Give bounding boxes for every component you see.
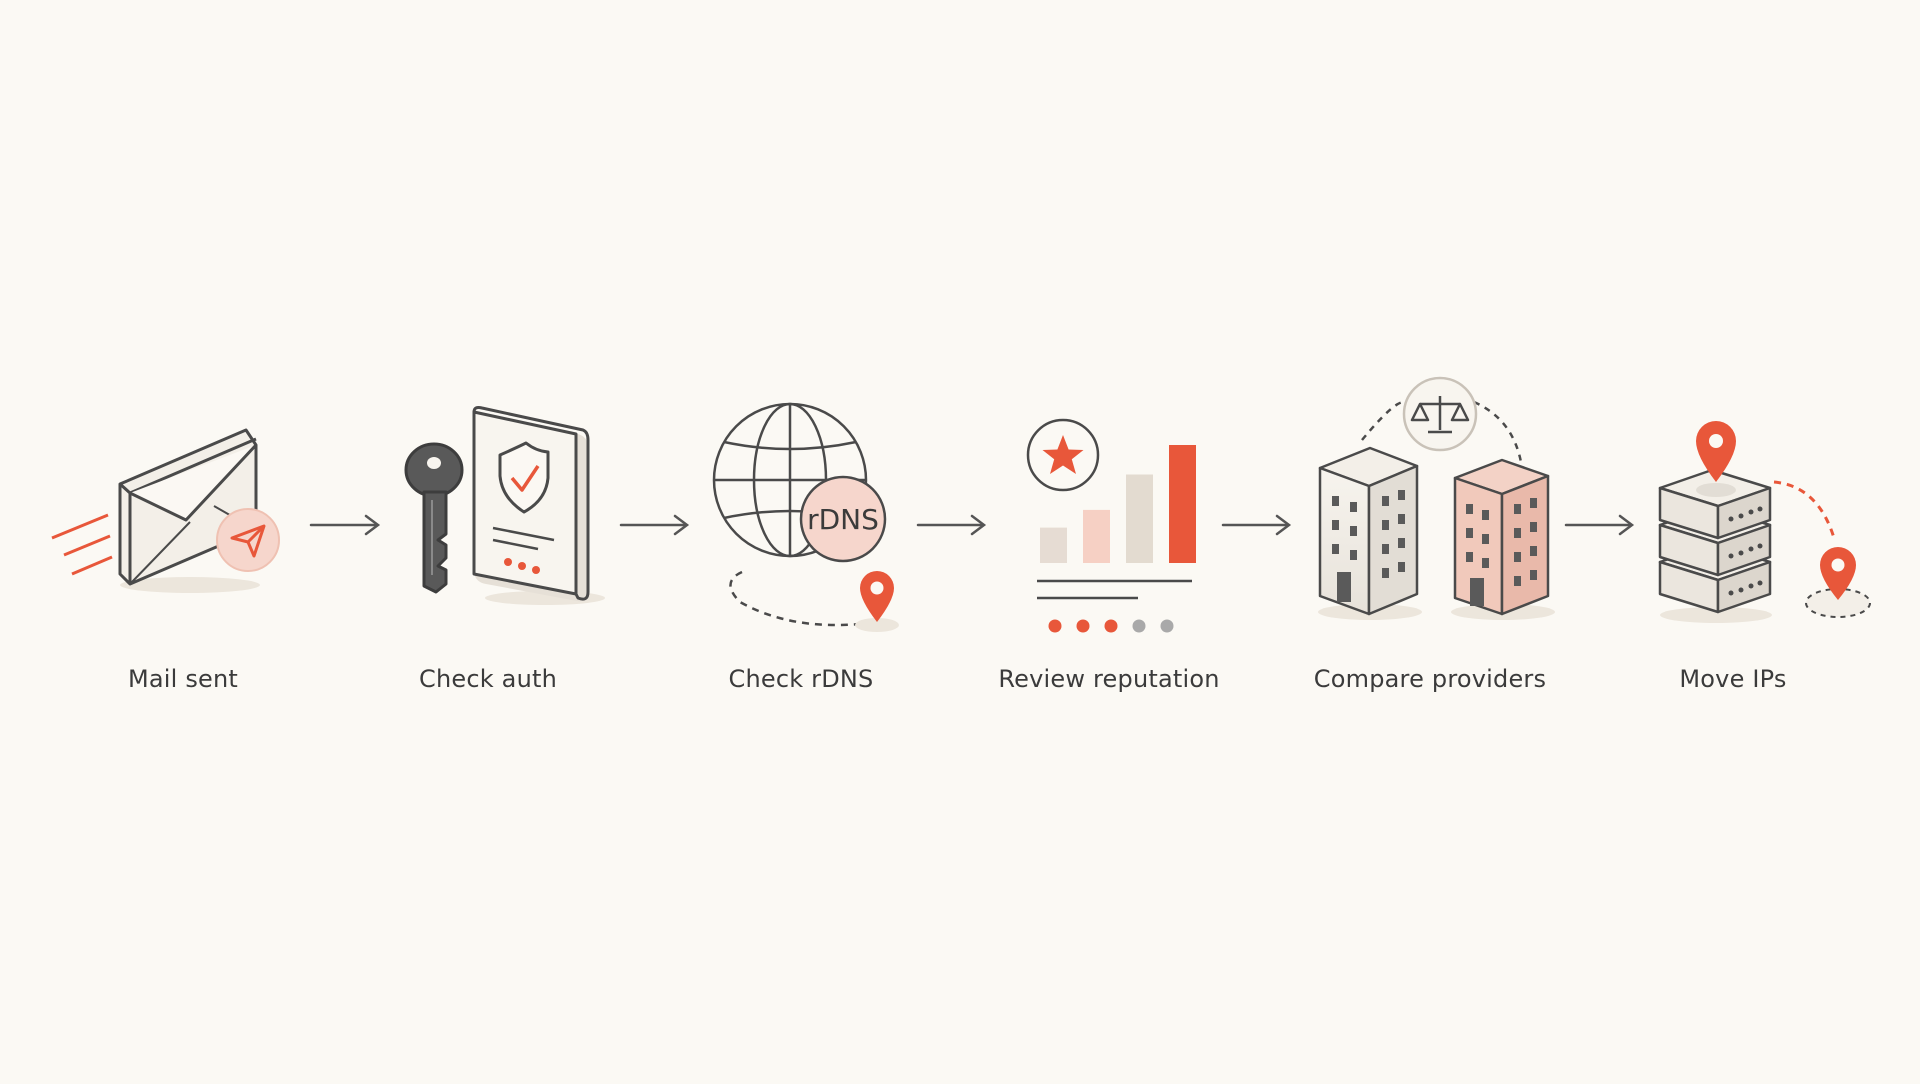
buildings-scale-icon (1318, 376, 1555, 620)
reputation-dots (1048, 619, 1174, 633)
reputation-bar (1083, 509, 1110, 563)
key-shield-icon (404, 406, 605, 605)
reputation-bar (1040, 527, 1067, 563)
reputation-bars (1040, 445, 1196, 563)
arrow-right-icon (1221, 514, 1292, 536)
globe-rdns-icon: rDNS (712, 402, 899, 632)
step-label-mail-sent: Mail sent (127, 665, 239, 693)
reputation-chart-icon (1026, 418, 1196, 633)
reputation-dot (1132, 619, 1146, 633)
reputation-dot (1048, 619, 1062, 633)
step-label-check-auth: Check auth (419, 665, 557, 693)
server-stack (1658, 468, 1772, 614)
envelope-send-icon (51, 428, 280, 593)
step-label-review-reputation: Review reputation (998, 665, 1220, 693)
arrow-right-icon (1564, 514, 1635, 536)
reputation-dot (1104, 619, 1118, 633)
reputation-bar (1126, 474, 1153, 563)
arrow-right-icon (309, 514, 381, 536)
location-pin-icon (1696, 421, 1736, 482)
reputation-bar (1169, 445, 1196, 563)
rdns-badge-text: rDNS (807, 503, 879, 536)
step-label-move-ips: Move IPs (1679, 665, 1787, 693)
arrow-right-icon (916, 514, 987, 536)
arrow-right-icon (619, 514, 690, 536)
step-label-compare-providers: Compare providers (1313, 665, 1547, 693)
star-icon (1042, 435, 1084, 474)
destination-pin-icon (1820, 547, 1856, 600)
server-move-icon (1658, 421, 1871, 623)
reputation-dot (1076, 619, 1090, 633)
scale-icon (1410, 396, 1470, 434)
step-label-check-rdns: Check rDNS (728, 665, 874, 693)
reputation-dot (1160, 619, 1174, 633)
